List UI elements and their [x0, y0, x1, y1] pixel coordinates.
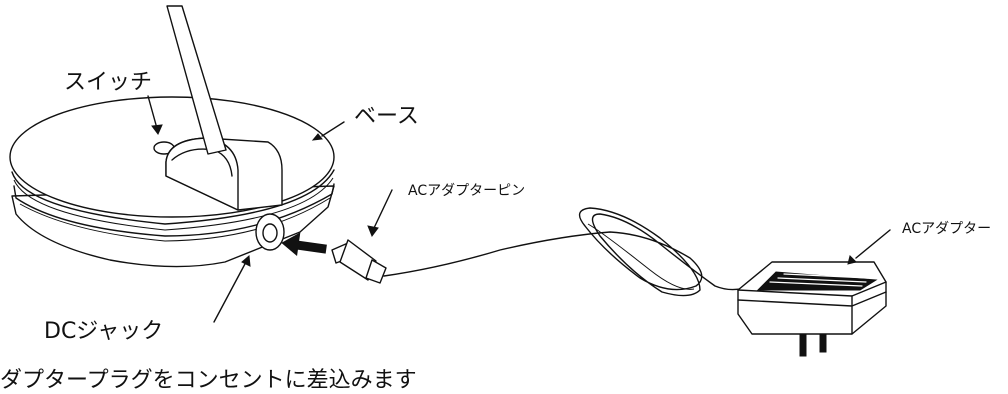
leader-lines: [147, 95, 891, 323]
lamp-arm: [166, 5, 227, 155]
arm-hinge: [165, 137, 283, 211]
adapter-pin-plug: [331, 239, 387, 284]
label-dc-jack: DCジャック: [44, 319, 164, 344]
insert-arrow: [281, 232, 327, 257]
dc-jack-port: [255, 213, 285, 251]
adapter-cable: [383, 207, 745, 297]
label-base: ベース: [354, 104, 419, 129]
ac-adapter-box: [737, 261, 887, 357]
label-ac-adapter: ACアダプター: [902, 221, 992, 237]
label-switch: スイッチ: [64, 70, 153, 95]
instruction-caption: ダプタープラグをコンセントに差込みます: [0, 368, 417, 393]
label-ac-adapter-pin: ACアダプターピン: [408, 183, 526, 199]
